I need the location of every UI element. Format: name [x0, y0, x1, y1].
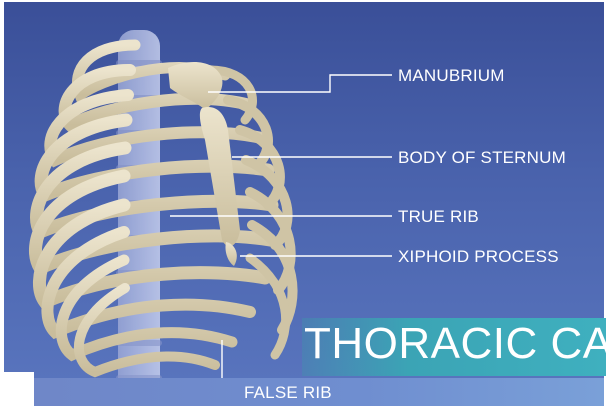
corner-mask	[4, 372, 34, 406]
label-body-of-sternum: BODY OF STERNUM	[398, 149, 566, 166]
label-xiphoid-process: XIPHOID PROCESS	[398, 248, 559, 265]
label-manubrium: MANUBRIUM	[398, 67, 505, 84]
diagram-title: THORACIC CAGE	[304, 322, 606, 366]
label-false-rib: FALSE RIB	[244, 384, 332, 401]
label-true-rib: TRUE RIB	[398, 208, 479, 225]
